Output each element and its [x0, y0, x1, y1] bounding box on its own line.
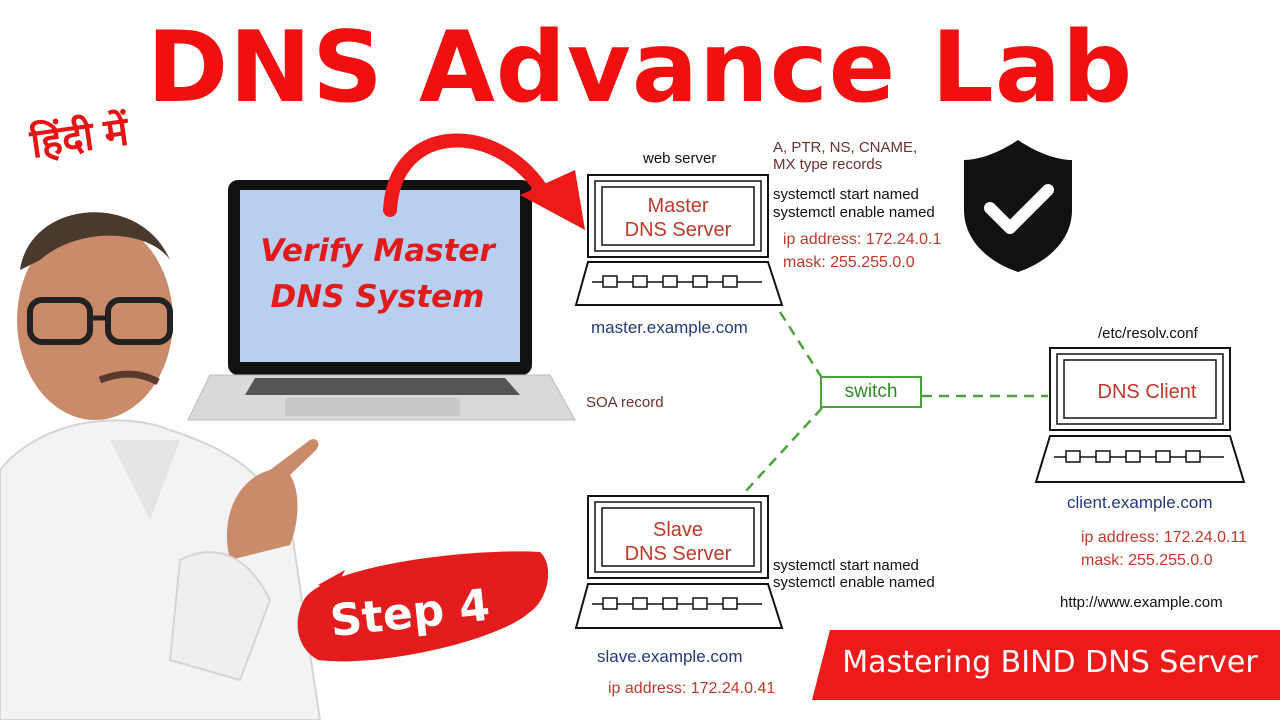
master-hostname: master.example.com — [591, 318, 748, 337]
master-top-label: web server — [643, 150, 717, 167]
master-records-line-1: A, PTR, NS, CNAME, — [773, 139, 918, 156]
curved-arrow-icon — [383, 133, 585, 230]
client-url: http://www.example.com — [1060, 594, 1223, 611]
master-name-line-2: DNS Server — [624, 219, 732, 241]
network-links — [744, 311, 1048, 493]
master-ip: ip address: 172.24.0.1 — [783, 231, 942, 248]
step-badge-shape — [297, 551, 549, 662]
slave-hostname: slave.example.com — [597, 647, 743, 666]
laptop-illustration — [187, 180, 576, 421]
master-mask: mask: 255.255.0.0 — [783, 254, 915, 271]
master-server-icon — [574, 174, 784, 306]
client-name: DNS Client — [1097, 381, 1197, 403]
client-computer-icon — [1034, 347, 1246, 483]
switch-node: switch — [820, 376, 922, 408]
master-records-line-2: MX type records — [773, 156, 883, 173]
master-command-enable: systemctl enable named — [773, 204, 935, 221]
slave-name-line-2: DNS Server — [624, 543, 732, 565]
slave-ip: ip address: 172.24.0.41 — [608, 680, 776, 697]
laptop-screen-text: Verify Master DNS System — [235, 228, 520, 320]
soa-record-label: SOA record — [586, 394, 664, 411]
master-name-line-1: Master — [647, 195, 709, 217]
slave-command-start: systemctl start named — [773, 557, 919, 574]
client-mask: mask: 255.255.0.0 — [1081, 552, 1213, 569]
slave-server-icon — [574, 495, 784, 629]
banner-title: Mastering BIND DNS Server — [842, 645, 1258, 680]
slave-name-line-1: Slave — [652, 519, 704, 541]
laptop-line-1: Verify Master — [260, 233, 495, 269]
master-command-start: systemctl start named — [773, 186, 919, 203]
presenter-figure — [0, 212, 322, 720]
banner-shape — [812, 630, 1280, 700]
shield-check-icon — [964, 140, 1072, 272]
client-hostname: client.example.com — [1067, 493, 1213, 512]
laptop-line-2: DNS System — [270, 279, 485, 315]
client-top-label: /etc/resolv.conf — [1098, 325, 1198, 342]
slave-command-enable: systemctl enable named — [773, 574, 935, 591]
client-ip: ip address: 172.24.0.11 — [1081, 529, 1248, 546]
page-title: DNS Advance Lab — [146, 11, 1134, 125]
